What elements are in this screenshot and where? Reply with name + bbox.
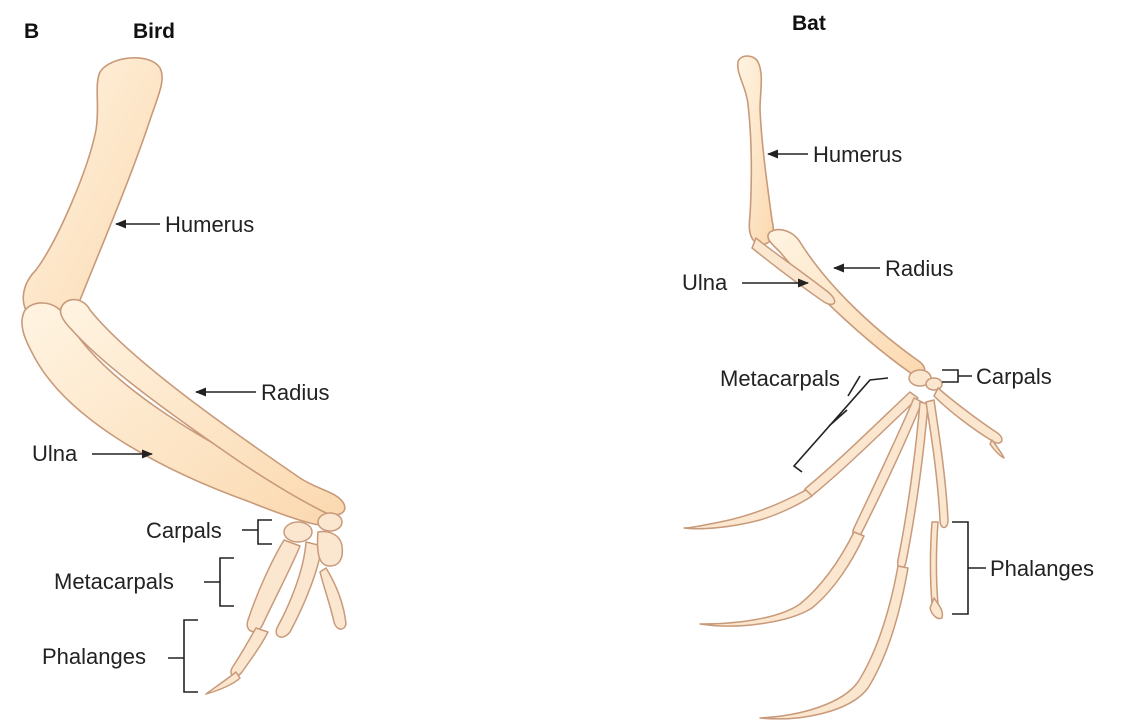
bat-radius-bone: [768, 230, 925, 376]
bat-carpals-label: Carpals: [976, 364, 1052, 389]
bat-phalanges-bracket: [952, 522, 986, 614]
bat-ulna-label: Ulna: [682, 270, 728, 295]
bat-phalanges-label: Phalanges: [990, 556, 1094, 581]
bat-phalanx-bone: [760, 566, 908, 719]
bird-carpal-bone: [318, 513, 342, 531]
bat-title: Bat: [792, 12, 826, 35]
bird-carpal-bone: [284, 522, 312, 542]
bird-phalanges-bracket: [168, 620, 198, 692]
bat-metacarpal-bone: [926, 400, 948, 528]
bat-carpal-bone: [926, 378, 942, 390]
bird-title: Bird: [133, 20, 175, 43]
bird-ulna-label: Ulna: [32, 441, 78, 466]
bird-metacarpals-label: Metacarpals: [54, 569, 174, 594]
bat-phalanx-bone: [700, 532, 864, 626]
bird-wing-skeleton: [22, 58, 346, 694]
bat-thumb-bone: [934, 388, 1002, 443]
panel-letter: B: [24, 20, 39, 43]
bird-humerus-bone: [23, 58, 162, 324]
bird-carpals-label: Carpals: [146, 518, 222, 543]
bird-phalanx-bone: [320, 568, 346, 629]
bat-humerus-label: Humerus: [813, 142, 902, 167]
bat-radius-label: Radius: [885, 256, 953, 281]
bird-carpals-bracket: [242, 520, 272, 544]
bat-metacarpals-label: Metacarpals: [720, 366, 840, 391]
bird-phalanx-bone: [231, 628, 268, 676]
bat-carpals-bracket: [942, 370, 972, 382]
bat-humerus-bone: [738, 56, 774, 244]
bird-radius-label: Radius: [261, 380, 329, 405]
bat-phalanx-bone: [684, 490, 812, 529]
bird-humerus-label: Humerus: [165, 212, 254, 237]
bird-phalanx-bone: [206, 672, 240, 694]
bird-phalanges-label: Phalanges: [42, 644, 146, 669]
bird-metacarpal-bone: [318, 532, 343, 566]
bird-metacarpals-bracket: [204, 558, 234, 606]
